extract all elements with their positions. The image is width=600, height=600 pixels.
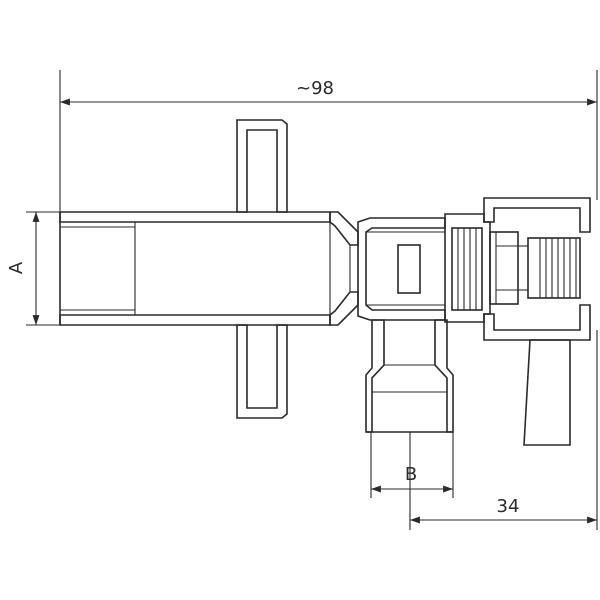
outlet-diameter-label: B (405, 464, 417, 485)
outlet-branch (365, 319, 454, 433)
inlet-pipe (59, 211, 331, 326)
inlet-diameter-label: A (6, 261, 27, 274)
knurled-grip (539, 238, 577, 298)
body-neck (329, 211, 359, 326)
handle-offset-label: 34 (497, 496, 520, 517)
inlet-diameter-dimension: A (6, 211, 62, 326)
escutcheon-rosette (236, 119, 288, 419)
valve-handle (483, 197, 591, 446)
outlet-diameter-dimension: B (370, 432, 454, 498)
handle-offset-dimension: 34 (409, 330, 598, 530)
spindle-headpart (444, 213, 519, 323)
overall-length-dimension: ~98 (59, 70, 598, 212)
overall-length-label: ~98 (296, 78, 334, 99)
valve-body (357, 217, 446, 321)
